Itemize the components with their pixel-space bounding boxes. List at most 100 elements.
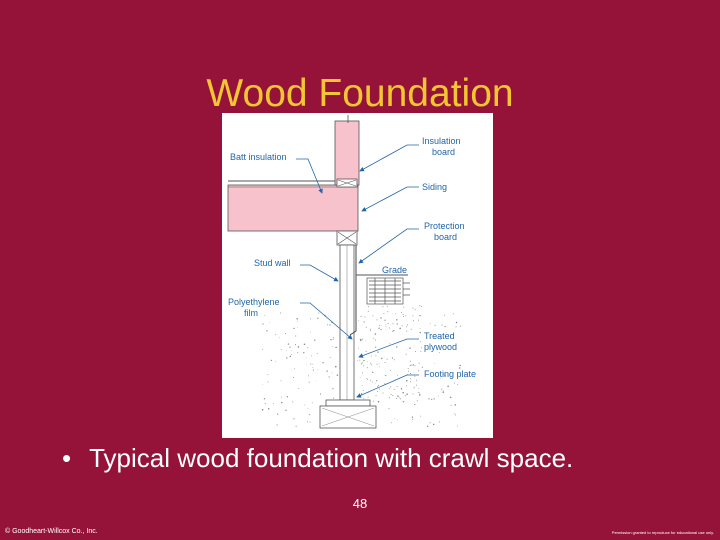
- soil-dot: [397, 419, 398, 421]
- soil-dot: [286, 350, 287, 351]
- soil-dot: [444, 374, 446, 377]
- soil-dot: [410, 373, 412, 375]
- soil-dot: [406, 393, 408, 395]
- soil-dot: [456, 425, 458, 427]
- soil-dot: [308, 381, 310, 383]
- soil-dot: [285, 409, 287, 411]
- soil-dot: [281, 401, 283, 404]
- soil-dot: [330, 339, 332, 341]
- soil-dot: [445, 331, 447, 333]
- soil-dot: [429, 422, 431, 424]
- soil-dot: [287, 343, 290, 345]
- soil-dot: [385, 329, 387, 330]
- soil-dot: [414, 375, 416, 377]
- soil-dot: [296, 318, 298, 320]
- soil-dot: [407, 324, 409, 326]
- soil-dot: [443, 373, 445, 375]
- soil-dot: [370, 364, 372, 366]
- soil-dot: [285, 333, 286, 335]
- soil-dot: [420, 341, 422, 343]
- soil-dot: [414, 309, 416, 311]
- soil-dot: [401, 400, 403, 402]
- soil-dot: [275, 333, 277, 335]
- soil-dot: [359, 359, 361, 361]
- soil-dot: [401, 311, 402, 313]
- soil-dot: [367, 378, 368, 380]
- label-treated-plywood-2: plywood: [424, 342, 457, 352]
- soil-dot: [365, 351, 367, 352]
- soil-dot: [413, 387, 415, 389]
- soil-dot: [382, 392, 384, 394]
- soil-dot: [374, 382, 376, 384]
- soil-dot: [415, 384, 417, 386]
- soil-dot: [361, 362, 363, 364]
- soil-dot: [414, 365, 416, 367]
- soil-dot: [419, 305, 421, 307]
- soil-dot: [293, 327, 295, 330]
- soil-dot: [384, 374, 386, 376]
- footing-plate: [325, 399, 371, 407]
- soil-dot: [280, 380, 282, 382]
- soil-dot: [449, 396, 452, 399]
- soil-dot: [377, 386, 379, 388]
- soil-dot: [404, 395, 406, 397]
- soil-dot: [444, 325, 446, 328]
- soil-dot: [312, 369, 314, 371]
- soil-dot: [413, 386, 415, 388]
- soil-dot: [399, 328, 401, 330]
- soil-dot: [363, 359, 365, 362]
- soil-dot: [331, 346, 333, 348]
- soil-dot: [411, 364, 413, 366]
- soil-dot: [378, 388, 380, 390]
- footer-permission: Permission granted to reproduce for educ…: [611, 530, 714, 535]
- soil-dot: [390, 394, 392, 395]
- soil-dot: [418, 319, 419, 321]
- soil-dot: [332, 339, 334, 340]
- soil-dot: [388, 407, 390, 409]
- soil-dot: [407, 370, 409, 372]
- backfill-texture: [366, 277, 410, 305]
- soil-dot: [380, 328, 382, 331]
- soil-dot: [327, 315, 329, 317]
- soil-dot: [370, 328, 372, 330]
- soil-dot: [298, 388, 300, 390]
- soil-dot: [267, 408, 270, 410]
- soil-dot: [420, 306, 422, 308]
- soil-dot: [312, 367, 314, 368]
- soil-dot: [452, 334, 454, 336]
- soil-dot: [335, 365, 337, 368]
- soil-dot: [290, 369, 292, 371]
- soil-dot: [332, 397, 335, 399]
- soil-dot: [438, 421, 440, 423]
- soil-dot: [453, 382, 455, 384]
- soil-dot: [384, 319, 386, 321]
- soil-dot: [310, 318, 312, 320]
- soil-dot: [375, 355, 377, 357]
- soil-dot: [396, 375, 398, 376]
- soil-dot: [382, 306, 384, 308]
- soil-dot: [375, 346, 377, 347]
- soil-dot: [362, 338, 364, 340]
- soil-dot: [459, 364, 461, 367]
- soil-dot: [434, 363, 436, 365]
- soil-dot: [386, 305, 388, 307]
- soil-dots: [261, 305, 461, 427]
- soil-dot: [406, 379, 408, 382]
- soil-dot: [372, 400, 374, 402]
- soil-dot: [409, 347, 411, 349]
- soil-dot: [367, 306, 369, 308]
- soil-dot: [393, 388, 395, 390]
- soil-dot: [387, 311, 389, 313]
- soil-dot: [409, 381, 411, 383]
- soil-dot: [297, 352, 299, 354]
- soil-dot: [322, 362, 324, 364]
- soil-dot: [363, 365, 365, 367]
- soil-dot: [277, 413, 278, 415]
- wood-foundation-diagram: Batt insulation Insulation board Siding …: [222, 113, 493, 438]
- soil-dot: [329, 324, 331, 326]
- soil-dot: [385, 324, 387, 325]
- soil-dot: [266, 330, 268, 332]
- soil-dot: [378, 363, 380, 365]
- soil-dot: [358, 348, 360, 349]
- soil-dot: [329, 357, 331, 359]
